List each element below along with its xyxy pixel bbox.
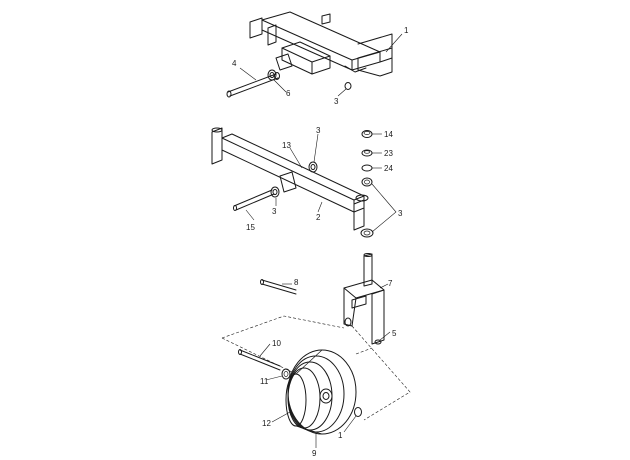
- bolt-15: [233, 189, 275, 211]
- callout-24: 24: [384, 164, 393, 173]
- callout-5: 5: [392, 329, 397, 338]
- callout-1: 1: [404, 26, 409, 35]
- caster-wheel: [285, 349, 357, 435]
- callout-12: 12: [262, 419, 271, 428]
- callout-23: 23: [384, 149, 393, 158]
- nut-right-upper: [361, 177, 373, 187]
- nut-top: [344, 82, 352, 90]
- nut-right-lower: [360, 228, 374, 238]
- nut-11: [281, 368, 291, 380]
- callout-3-mid-upper: 3: [316, 126, 321, 135]
- callout-11: 11: [260, 377, 269, 386]
- callout-14: 14: [384, 130, 393, 139]
- hitch-frame: [249, 11, 393, 77]
- nut-middle-upper: [308, 161, 318, 173]
- caster-fork: [343, 253, 385, 345]
- callout-3-mid-lower: 3: [272, 207, 277, 216]
- callout-2: 2: [316, 213, 321, 222]
- callout-9: 9: [312, 449, 317, 458]
- washer-23: [361, 149, 373, 157]
- washer-24: [361, 164, 373, 172]
- callout-7: 7: [388, 279, 393, 288]
- callout-3-right: 3: [398, 209, 403, 218]
- callout-4: 4: [232, 59, 237, 68]
- bolt-8: [260, 279, 297, 295]
- callout-6: 6: [286, 89, 291, 98]
- washer-6: [267, 69, 277, 81]
- hitch-pin: [226, 72, 280, 98]
- axle-bar: [211, 127, 369, 231]
- callout-13: 10: [272, 339, 281, 348]
- nut-middle-lower: [270, 186, 280, 198]
- bolt-13: [238, 349, 281, 371]
- assembly-guide-lines: [221, 315, 411, 421]
- leader-lines: [239, 33, 403, 448]
- washer-14: [361, 130, 373, 138]
- callout-3-top: 3: [334, 97, 339, 106]
- callout-8: 8: [294, 278, 299, 287]
- callout-13-mid: 13: [282, 141, 291, 150]
- spacer-10: [354, 407, 362, 417]
- callout-15: 15: [246, 223, 255, 232]
- callout-1-bottom: 1: [338, 431, 343, 440]
